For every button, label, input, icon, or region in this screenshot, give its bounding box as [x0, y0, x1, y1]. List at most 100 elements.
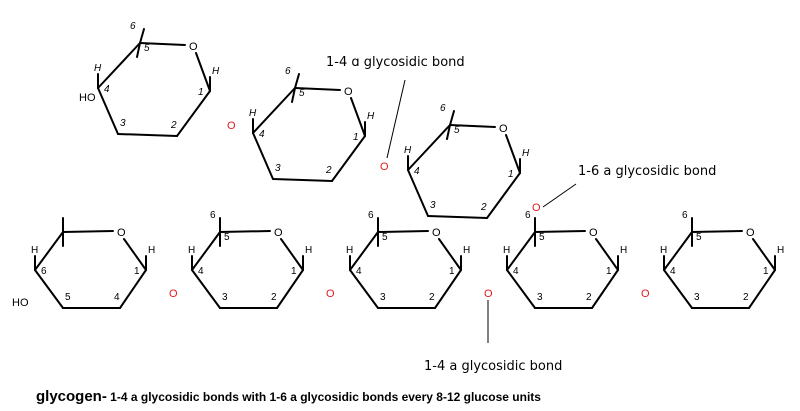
glycosidic-oxygen: O — [169, 288, 178, 300]
carbon-number-4: 4 — [513, 266, 519, 277]
c4-hydrogen: H — [346, 245, 353, 256]
ring-bond — [591, 269, 619, 309]
c1-hydrogen: H — [148, 245, 155, 256]
ring-bond — [752, 238, 776, 271]
ring-bond — [119, 269, 147, 309]
ring-bond — [252, 132, 274, 180]
ring-bond — [294, 87, 341, 91]
carbon-number-4: 4 — [259, 129, 265, 140]
ring-bond — [280, 238, 304, 271]
carbon-number-2: 2 — [271, 292, 277, 303]
c4-hydrogen: H — [31, 245, 38, 256]
carbon-number-3: 3 — [380, 292, 386, 303]
carbon-number-6: 6 — [440, 103, 446, 114]
carbon-number-4: 4 — [198, 266, 204, 277]
carbon-number-2: 2 — [429, 292, 435, 303]
carbon-number-2: 2 — [170, 120, 177, 131]
c5-down-bond — [136, 42, 141, 58]
glycosidic-linkages: O O O O O O O — [169, 120, 650, 300]
ring-oxygen: O — [499, 123, 508, 135]
ring-bond — [427, 215, 488, 219]
ring-bond — [272, 178, 333, 182]
carbon-number-6: 6 — [682, 210, 688, 221]
hydroxyl-label: HO — [12, 297, 29, 309]
ring-bond — [123, 238, 147, 271]
carbon-number-5: 5 — [454, 125, 460, 136]
ring-bond — [219, 230, 271, 233]
ring-bond — [506, 231, 536, 271]
glycosidic-oxygen: O — [227, 120, 236, 132]
carbon-number-1: 1 — [606, 266, 612, 277]
ring-bond — [663, 269, 693, 309]
ring-bond — [449, 124, 496, 128]
ring-oxygen: O — [589, 227, 598, 239]
ring-oxygen: O — [189, 41, 198, 53]
carbon-number-3: 3 — [222, 292, 228, 303]
figure-caption: glycogen- 1-4 a glycosidic bonds with 1-… — [36, 388, 541, 406]
caption-description: 1-4 a glycosidic bonds with 1-6 a glycos… — [106, 390, 541, 404]
ring-oxygen: O — [432, 227, 441, 239]
carbon-number-6: 6 — [210, 210, 216, 221]
ring-bond — [407, 124, 451, 171]
ring-bond — [349, 269, 379, 309]
carbon-number-6: 6 — [368, 210, 374, 221]
carbon-number-4: 6 — [41, 266, 47, 277]
glycosidic-oxygen: O — [532, 202, 541, 214]
1-6-bond-leader — [542, 183, 577, 208]
carbon-number-3: 5 — [65, 292, 71, 303]
carbon-number-4: 4 — [670, 266, 676, 277]
linkage-oxygen-label: O — [380, 161, 389, 173]
ring-bond — [505, 134, 521, 174]
hydroxyl-group: HO — [79, 92, 96, 104]
c1-hydrogen: H — [463, 245, 470, 256]
1-6-bond-label: 1-6 a glycosidic bond — [578, 164, 716, 179]
carbon-number-5: 5 — [144, 43, 150, 54]
c4-hydrogen: H — [94, 63, 102, 74]
carbon-number-1: 1 — [449, 266, 455, 277]
carbon-number-5: 5 — [299, 88, 305, 99]
ring-oxygen: O — [344, 86, 353, 98]
ring-bond — [191, 269, 221, 309]
glycosidic-oxygen: O — [326, 288, 335, 300]
carbon-number-2: 2 — [325, 165, 332, 176]
c5-down-bond — [446, 124, 451, 140]
carbon-number-1: 1 — [134, 266, 140, 277]
ring-bond — [349, 231, 379, 271]
glucose-rings: OHH123456OHH123456OHH123456OHH1456OHH123… — [12, 21, 784, 309]
ring-bond — [377, 230, 429, 233]
carbon-number-5: 5 — [224, 232, 230, 243]
ring-bond — [663, 231, 693, 271]
ring-bond — [407, 169, 429, 217]
top-1-4-bond-leader — [386, 79, 406, 159]
ring-bond — [434, 269, 462, 309]
c6-bond — [139, 28, 145, 44]
ring-bond — [195, 52, 211, 92]
ring-bond — [486, 172, 521, 219]
ring-bond — [97, 87, 119, 135]
carbon-number-4: 4 — [356, 266, 362, 277]
ring-bond — [506, 269, 536, 309]
ring-bond — [191, 231, 221, 271]
linkage-oxygen-label: O — [532, 202, 541, 214]
carbon-number-1: 1 — [508, 169, 514, 180]
c6-bond — [449, 110, 455, 126]
linkage-oxygen-label: O — [641, 288, 650, 300]
linkage-oxygen-label: O — [484, 288, 493, 300]
hydroxyl-group: HO — [12, 297, 29, 309]
c1-hydrogen: H — [777, 245, 784, 256]
ring-bond — [331, 135, 366, 182]
c1-hydrogen: H — [522, 148, 530, 159]
carbon-number-2: 2 — [586, 292, 592, 303]
carbon-number-1: 1 — [291, 266, 297, 277]
ring-bond — [748, 269, 776, 309]
ring-bond — [534, 230, 586, 233]
ring-bond — [34, 231, 64, 271]
ring-bond — [139, 42, 186, 46]
c4-hydrogen: H — [404, 145, 412, 156]
glycogen-structure-diagram: OHH123456OHH123456OHH123456OHH1456OHH123… — [12, 21, 784, 374]
ring-bond — [34, 269, 64, 309]
carbon-number-5: 5 — [696, 232, 702, 243]
